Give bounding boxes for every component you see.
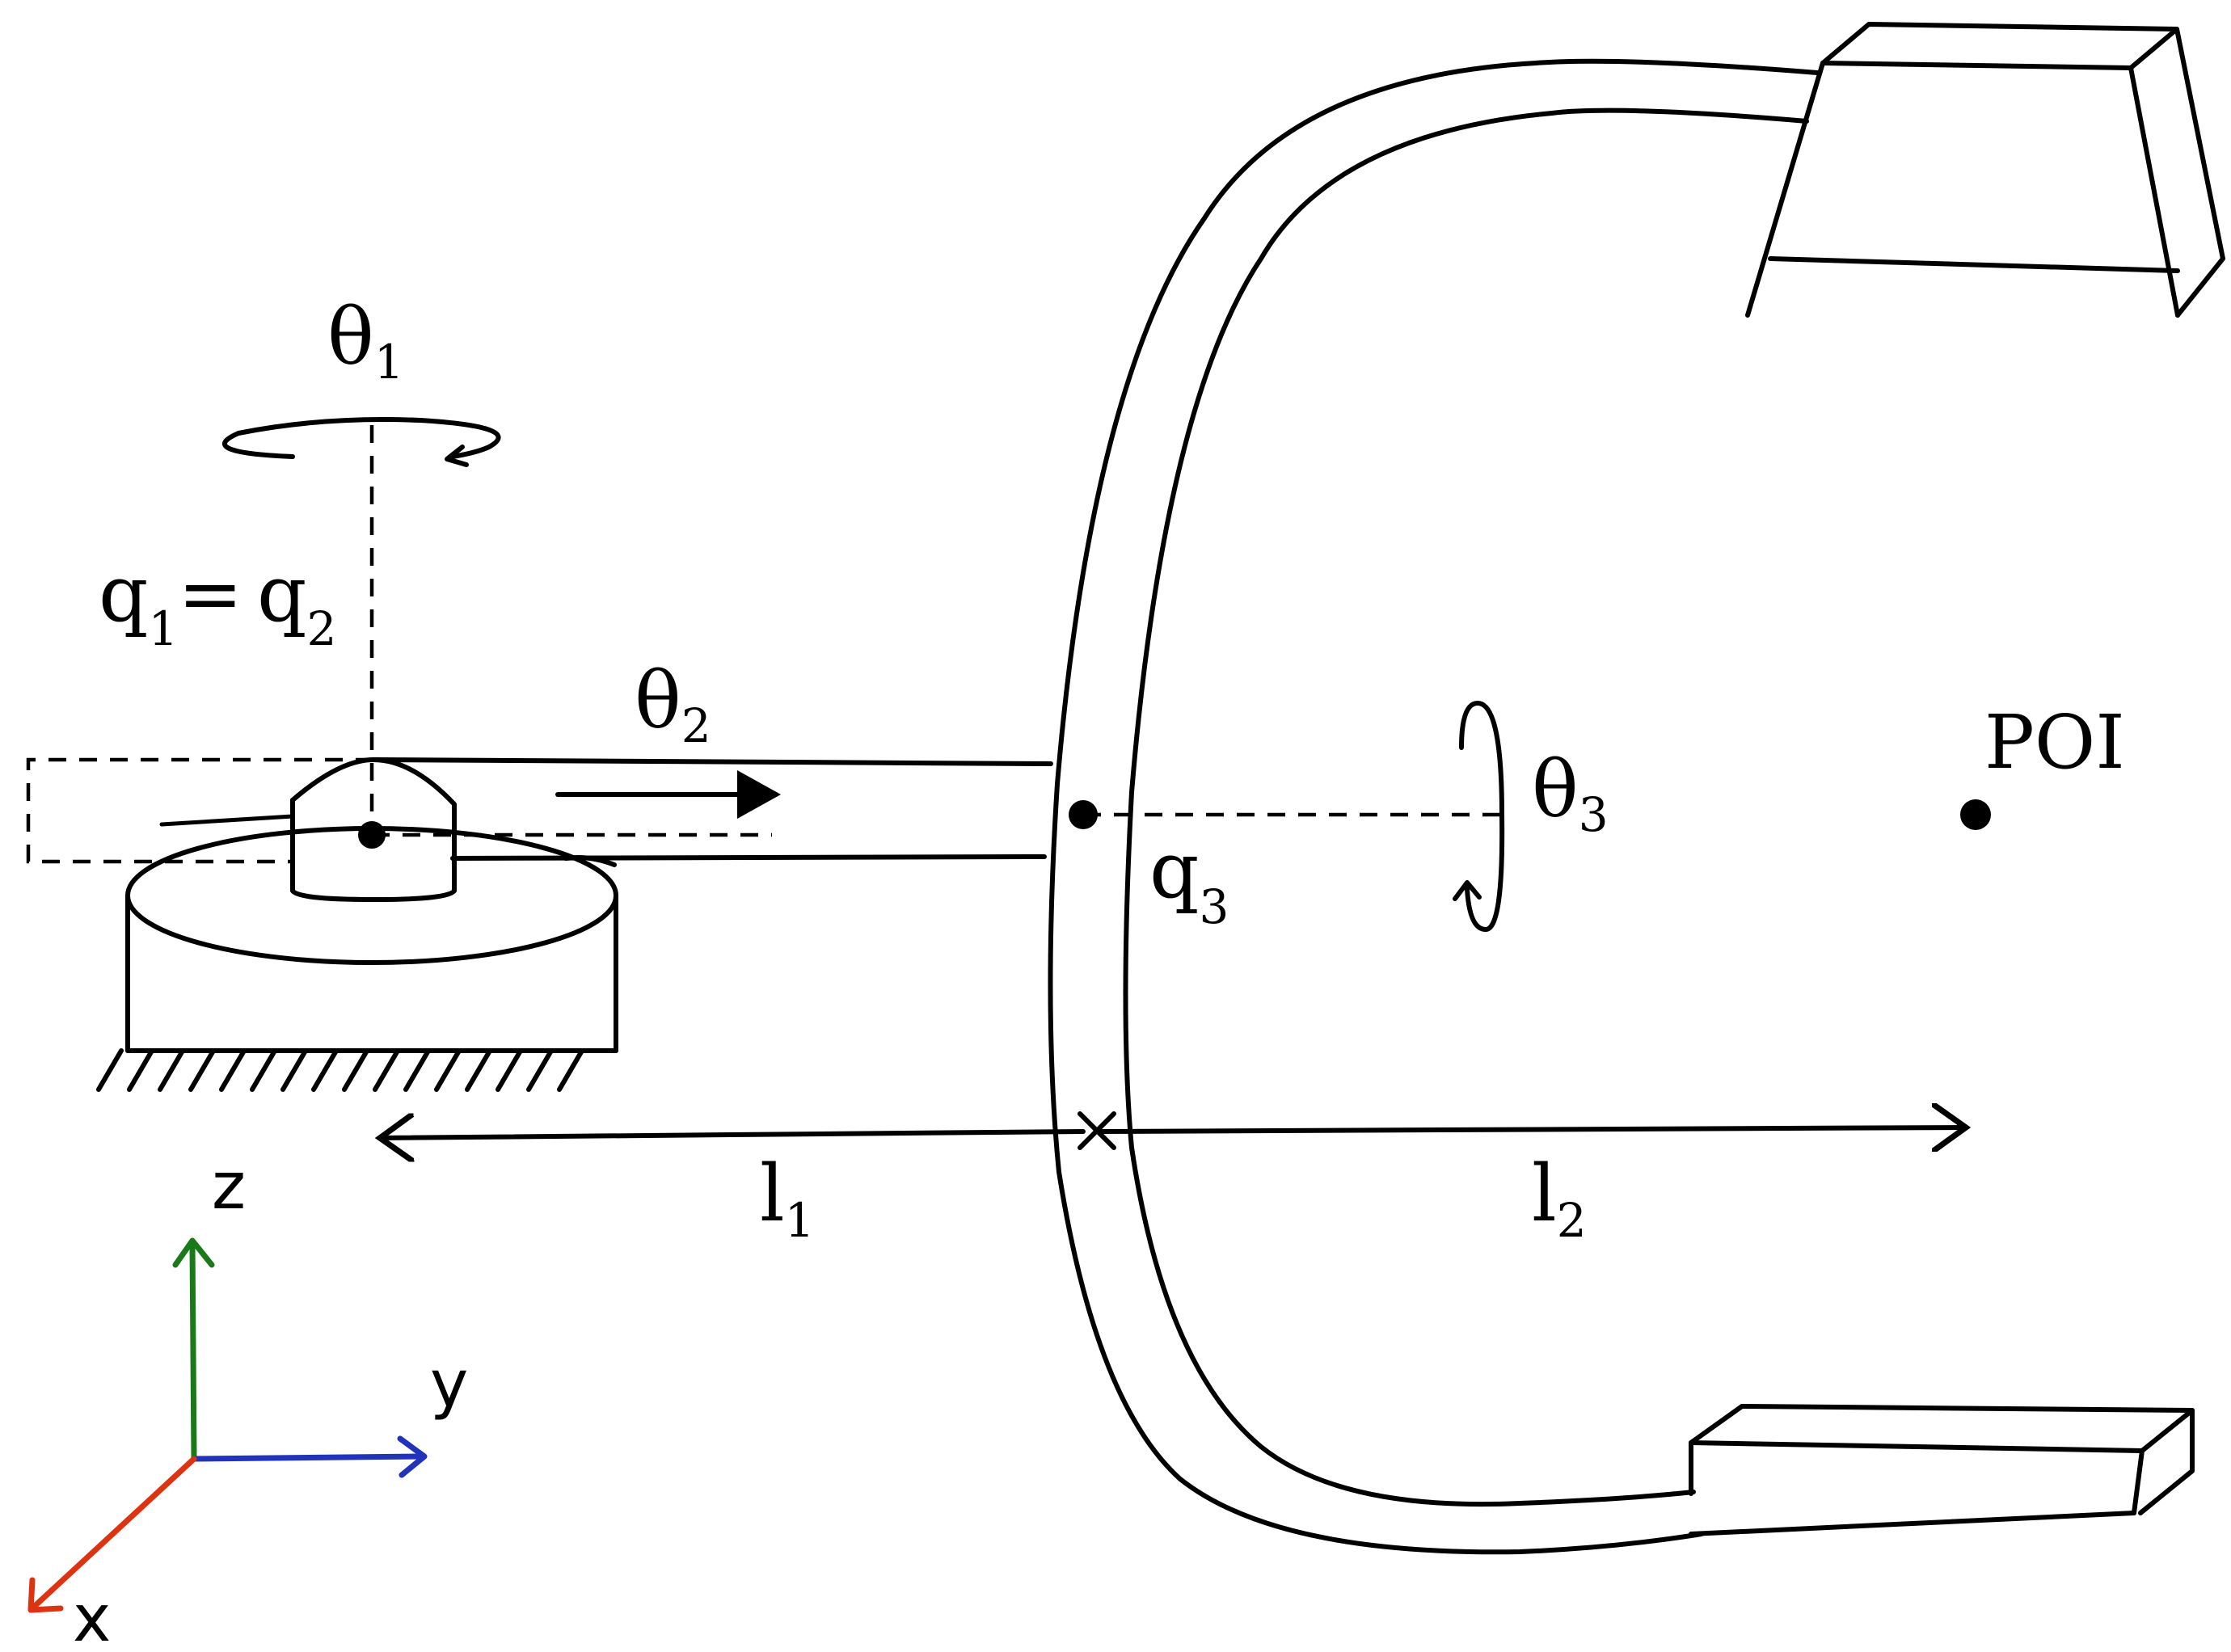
hatch-mark [557, 1048, 584, 1092]
x-axis-label: x [73, 1581, 111, 1652]
c-arm [1048, 58, 1820, 1555]
y-axis-arrowhead [397, 1435, 428, 1478]
theta1-label: θ1 [327, 292, 404, 390]
z-axis-label: z [212, 1148, 246, 1224]
hatch-mark [496, 1048, 523, 1092]
q3-label: q3 [1149, 825, 1229, 934]
theta1-rotation-arrow [221, 417, 501, 467]
x-axis-arrow [31, 1456, 197, 1610]
hatch-mark [158, 1048, 185, 1092]
hatch-mark [96, 1048, 124, 1092]
z-axis-arrow [189, 1241, 197, 1462]
ground-hatching [96, 1048, 584, 1092]
z-axis-arrowhead [172, 1237, 215, 1268]
l1-dimension-line [380, 1132, 1086, 1138]
l2-dimension-line [1099, 1127, 1966, 1132]
hatch-mark [373, 1048, 400, 1092]
x-axis-arrowhead [27, 1577, 64, 1613]
coordinate-frame [27, 1237, 428, 1613]
hatch-mark [280, 1048, 308, 1092]
poi-point [1960, 799, 1991, 830]
dimension-junction-mark [1078, 1111, 1116, 1150]
poi-label: POI [1984, 699, 2125, 786]
hatch-mark [465, 1048, 492, 1092]
pivot-housing [159, 757, 457, 902]
hatch-mark [127, 1048, 154, 1092]
l1-label: l1 [760, 1148, 815, 1248]
y-axis-arrow [191, 1453, 425, 1462]
l2-label: l2 [1532, 1148, 1587, 1248]
hatch-mark [526, 1048, 554, 1092]
equals-label: = [178, 549, 242, 639]
lower-source-box [1689, 1404, 2195, 1536]
theta3-rotation-arrow [1453, 701, 1505, 932]
hatch-mark [342, 1048, 369, 1092]
hatch-mark [311, 1048, 339, 1092]
upper-detector-box [1745, 22, 2225, 318]
hatch-mark [188, 1048, 216, 1092]
theta2-label: θ2 [635, 655, 711, 753]
hatch-mark [250, 1048, 277, 1092]
theta3-label: θ3 [1532, 744, 1609, 842]
y-axis-label: y [430, 1346, 468, 1422]
hatch-mark [434, 1048, 462, 1092]
horizontal-arm [371, 757, 1053, 867]
hatch-mark [219, 1048, 247, 1092]
q1-label: q1 [99, 549, 178, 656]
hatch-mark [403, 1048, 431, 1092]
q2-label: q2 [257, 549, 336, 656]
